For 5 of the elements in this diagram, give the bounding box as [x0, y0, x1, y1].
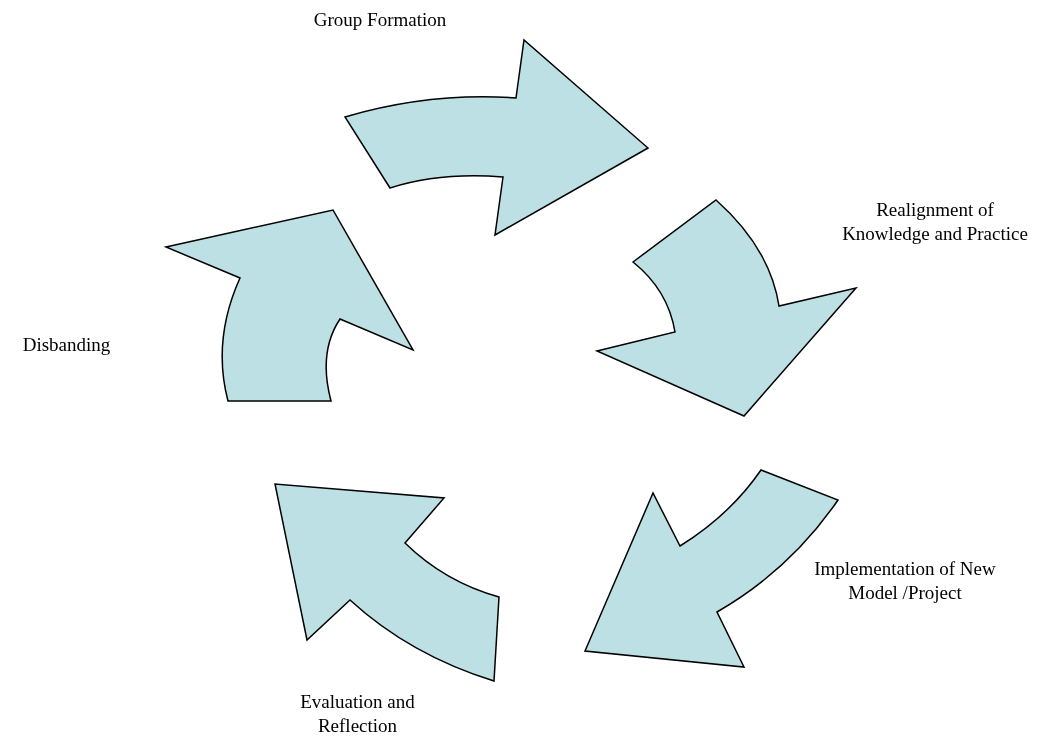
stage-label: Implementation of New Model /Project	[813, 557, 997, 605]
stage-label: Evaluation and Reflection	[299, 690, 416, 738]
stage-label: Group Formation	[312, 8, 448, 32]
stage-label: Realignment of Knowledge and Practice	[841, 198, 1029, 246]
stage-label: Disbanding	[21, 333, 112, 357]
